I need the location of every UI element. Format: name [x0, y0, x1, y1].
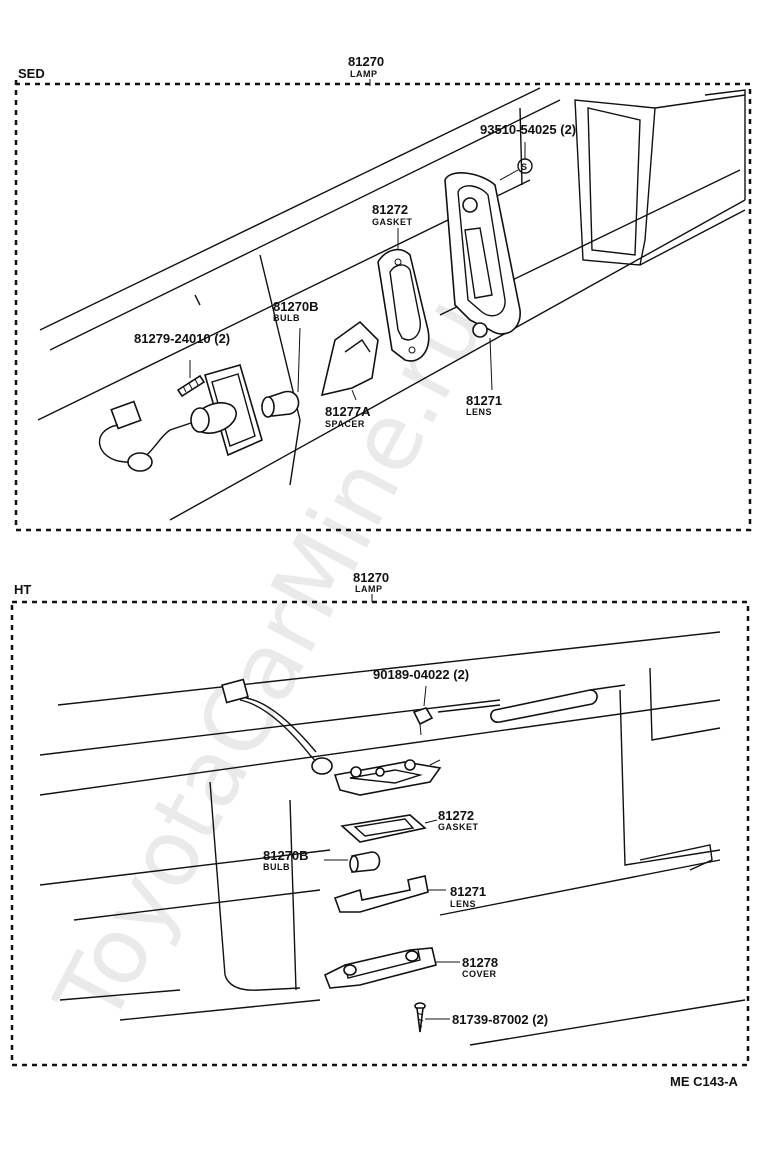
- ht-bulb-label: BULB: [263, 862, 290, 872]
- ht-cover-label: COVER: [462, 969, 497, 979]
- watermark: ToyotaCarMine.ru: [34, 280, 506, 1041]
- sed-lamp-label: LAMP: [350, 69, 378, 79]
- ht-lens-number: 81271: [450, 884, 486, 899]
- ht-wire-harness: [221, 678, 333, 775]
- sed-wire-harness: [99, 400, 201, 472]
- ht-lamp-label: LAMP: [355, 584, 383, 594]
- ht-bulb: [324, 851, 381, 873]
- sed-lens-label: LENS: [466, 407, 492, 417]
- sed-spacer-number: 81277A: [325, 404, 371, 419]
- ht-lens-label: LENS: [450, 899, 476, 909]
- sed-section: SED 81270 LAMP: [14, 54, 752, 532]
- sed-bolt-number: 81279-24010 (2): [134, 331, 230, 346]
- sed-lens-number: 81271: [466, 393, 502, 408]
- ht-lamp-number: 81270: [353, 570, 389, 585]
- ht-frame: [10, 600, 750, 1067]
- ht-lamp-assembly: [333, 759, 442, 796]
- sed-gasket-label: GASKET: [372, 217, 413, 227]
- ht-nut: [412, 685, 434, 736]
- ht-section: HT 81270 LAMP: [10, 570, 750, 1067]
- ht-gasket: [340, 814, 438, 843]
- ht-gasket-label: GASKET: [438, 822, 479, 832]
- ht-cover-number: 81278: [462, 955, 498, 970]
- ht-gasket-number: 81272: [438, 808, 474, 823]
- sed-frame: [14, 80, 752, 532]
- sed-screw-symbol: S: [499, 142, 533, 181]
- sed-lamp-number: 81270: [348, 54, 384, 69]
- sed-gasket: [377, 228, 430, 362]
- sed-spacer: [320, 320, 379, 401]
- ht-bulb-number: 81270B: [263, 848, 309, 863]
- ht-screw-number: 81739-87002 (2): [452, 1012, 548, 1027]
- sed-spacer-label: SPACER: [325, 419, 365, 429]
- sed-gasket-number: 81272: [372, 202, 408, 217]
- svg-text:S: S: [521, 162, 528, 172]
- sed-bulb: [261, 327, 301, 418]
- ht-lens: [333, 875, 446, 913]
- sed-bulb-label: BULB: [273, 313, 300, 323]
- sed-bulb-number: 81270B: [273, 299, 319, 314]
- ht-section-tag: HT: [14, 582, 31, 597]
- ht-screw: [414, 1002, 450, 1033]
- sed-bolt: [176, 360, 206, 398]
- sed-lens: [444, 172, 521, 391]
- ht-body-lines: [39, 631, 746, 1046]
- ht-cover: [323, 947, 460, 989]
- sed-section-tag: SED: [18, 66, 45, 81]
- sed-screw-number: 93510-54025 (2): [480, 122, 576, 137]
- diagram-code: ME C143-A: [670, 1074, 739, 1089]
- sed-lamp-housing: [190, 364, 263, 457]
- ht-nut-number: 90189-04022 (2): [373, 667, 469, 682]
